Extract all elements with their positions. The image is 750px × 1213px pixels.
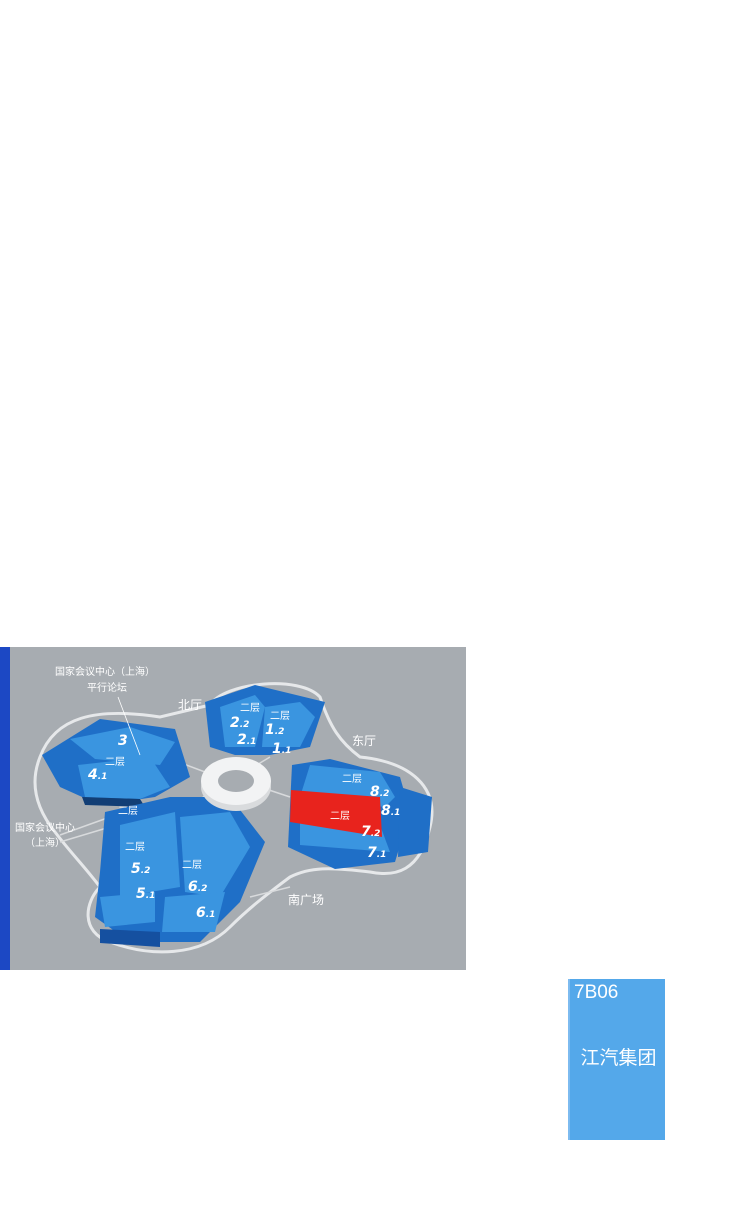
- floor-label: 二层: [330, 810, 350, 822]
- floor-label: 二层: [240, 702, 260, 714]
- label-ncc-2: （上海）: [25, 836, 65, 849]
- label-east-hall: 东厅: [352, 734, 376, 748]
- venue-map-svg: 国家会议中心（上海） 平行论坛 北厅 东厅 国家会议中心 （上海） 南广场 二层…: [15, 665, 434, 954]
- label-ncc-1: 国家会议中心: [15, 821, 75, 834]
- hall-8-1: 8.1: [381, 803, 400, 819]
- floor-label: 二层: [270, 710, 290, 722]
- hall-6-1: 6.1: [196, 905, 215, 921]
- hall-group-north: [205, 685, 325, 755]
- hall-8-2: 8.2: [370, 784, 389, 800]
- hall-1-2: 1.2: [265, 722, 284, 738]
- booth-code: 7B06: [574, 982, 619, 1003]
- hall-1-1: 1.1: [272, 741, 291, 757]
- hall-7-1: 7.1: [367, 845, 386, 861]
- floor-label: 二层: [125, 841, 145, 853]
- hall-2-1: 2.1: [237, 732, 256, 748]
- hall-group-east: [288, 759, 432, 869]
- hall-4-1: 4.1: [87, 767, 107, 783]
- floor-label: 二层: [342, 773, 362, 785]
- label-ncc-forum-1: 国家会议中心（上海）: [55, 665, 155, 678]
- map-accent-bar: [0, 647, 10, 970]
- hall-3: 3: [118, 733, 128, 749]
- hall-5-2: 5.2: [131, 861, 150, 877]
- label-north-hall: 北厅: [178, 698, 202, 712]
- hall-group-south: [95, 797, 265, 947]
- hall-7-2: 7.2: [361, 824, 380, 840]
- floor-label: 二层: [118, 805, 138, 817]
- hall-6-2: 6.2: [188, 879, 207, 895]
- hall-group-west: [42, 719, 190, 807]
- hall-5-1: 5.1: [136, 886, 155, 902]
- floor-label: 二层: [105, 756, 125, 768]
- venue-map: 国家会议中心（上海） 平行论坛 北厅 东厅 国家会议中心 （上海） 南广场 二层…: [0, 647, 466, 970]
- booth-company-name: 江汽集团: [580, 1047, 657, 1069]
- label-south-plaza: 南广场: [288, 892, 324, 907]
- booth-card[interactable]: 7B06 江汽集团: [568, 979, 665, 1140]
- floor-label: 二层: [182, 859, 202, 871]
- highlight-hall-7-2: [290, 790, 382, 837]
- label-ncc-forum-2: 平行论坛: [87, 681, 127, 694]
- central-ring: [201, 757, 271, 811]
- hall-2-2: 2.2: [230, 715, 249, 731]
